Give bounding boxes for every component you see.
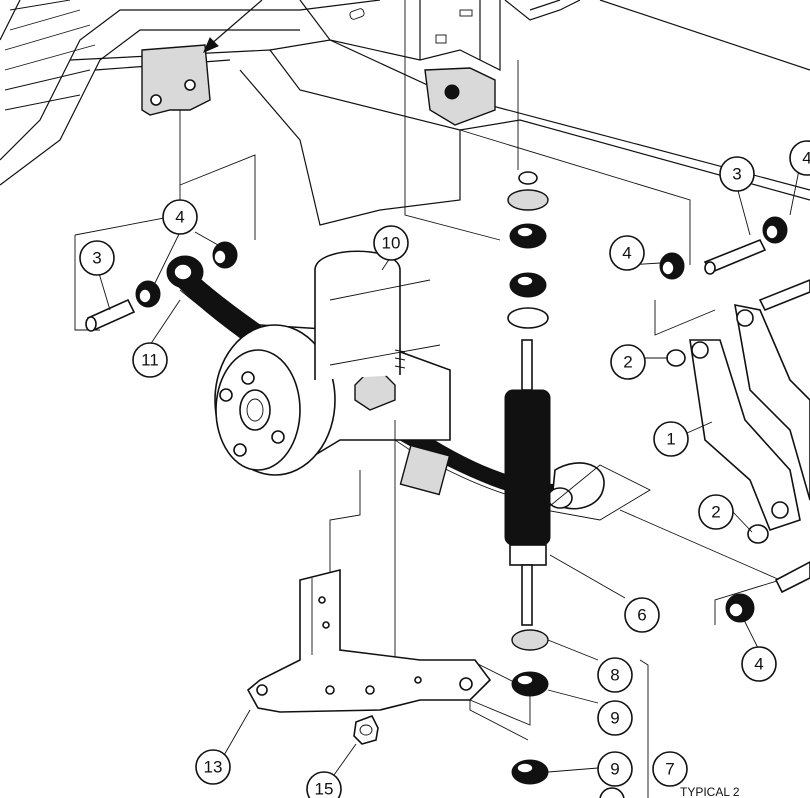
- callout-label: 1: [666, 430, 675, 449]
- callout-4-mid: 4: [609, 235, 645, 271]
- callout-label: 10: [382, 234, 401, 253]
- callout-label: 4: [175, 208, 184, 227]
- callouts: 1 2 2 3 3 4 4 4 4 6 7 8 9 9 10 11 13 15: [79, 140, 810, 798]
- callout-15: 15: [306, 771, 342, 798]
- callout-circle: [698, 494, 734, 530]
- callout-2-lower: 2: [698, 494, 734, 530]
- callout-4-topright: 4: [789, 140, 810, 176]
- axle-hub: [214, 324, 451, 476]
- callout-label: 11: [141, 351, 159, 370]
- callout-1: 1: [653, 421, 689, 457]
- callout-circle: [624, 597, 660, 633]
- callout-label: 7: [665, 760, 674, 779]
- callout-4-left: 4: [162, 199, 198, 235]
- callout-circle: [306, 771, 342, 798]
- callout-9-upper: 9: [597, 700, 633, 736]
- assembly-lines: [74, 0, 782, 798]
- callout-9-lower: 9: [597, 751, 633, 787]
- callout-circle: [652, 751, 688, 787]
- callout-circle: [132, 342, 168, 378]
- figure-caption: TYPICAL 2: [680, 785, 740, 798]
- callout-label: 3: [92, 249, 101, 268]
- callout-label: 4: [754, 655, 763, 674]
- callout-3-right: 3: [719, 156, 755, 192]
- callout-circle: [610, 344, 646, 380]
- callout-label: 9: [610, 760, 619, 779]
- callout-label: 2: [623, 353, 632, 372]
- callout-circle: [719, 156, 755, 192]
- callout-circle: [373, 225, 409, 261]
- callout-circle: [597, 657, 633, 693]
- callout-label: 15: [315, 780, 334, 798]
- callout-circle: [597, 751, 633, 787]
- callout-2-upper: 2: [610, 344, 646, 380]
- callout-circle: [789, 140, 810, 176]
- callout-11: 11: [132, 342, 168, 378]
- shock-absorber: [504, 171, 551, 785]
- callout-label: 8: [610, 666, 619, 685]
- callout-label: 6: [637, 606, 646, 625]
- mounting-plate: [246, 568, 492, 745]
- callout-7: 7: [652, 751, 688, 787]
- callout-circle: [162, 199, 198, 235]
- callout-circle: [79, 240, 115, 276]
- callout-circle: [597, 700, 633, 736]
- vehicle-frame: [0, 0, 810, 226]
- callout-6: 6: [624, 597, 660, 633]
- sleeve-and-bushings-left: [85, 241, 238, 332]
- callout-8: 8: [597, 657, 633, 693]
- callout-label: 3: [732, 165, 741, 184]
- callout-circle: [195, 749, 231, 785]
- callout-label: 13: [204, 758, 223, 777]
- callout-label: 4: [802, 149, 810, 168]
- callout-circle: [741, 646, 777, 682]
- callout-label: 4: [622, 244, 631, 263]
- callout-10: 10: [373, 225, 409, 261]
- callout-label: 9: [610, 709, 619, 728]
- callout-circle: [609, 235, 645, 271]
- u-bolt: [314, 250, 441, 380]
- callout-circle: [653, 421, 689, 457]
- callout-label: 2: [711, 503, 720, 522]
- callout-13: 13: [195, 749, 231, 785]
- callout-3-left: 3: [79, 240, 115, 276]
- spring-shackles: [659, 216, 810, 623]
- callout-4-bottomright: 4: [741, 646, 777, 682]
